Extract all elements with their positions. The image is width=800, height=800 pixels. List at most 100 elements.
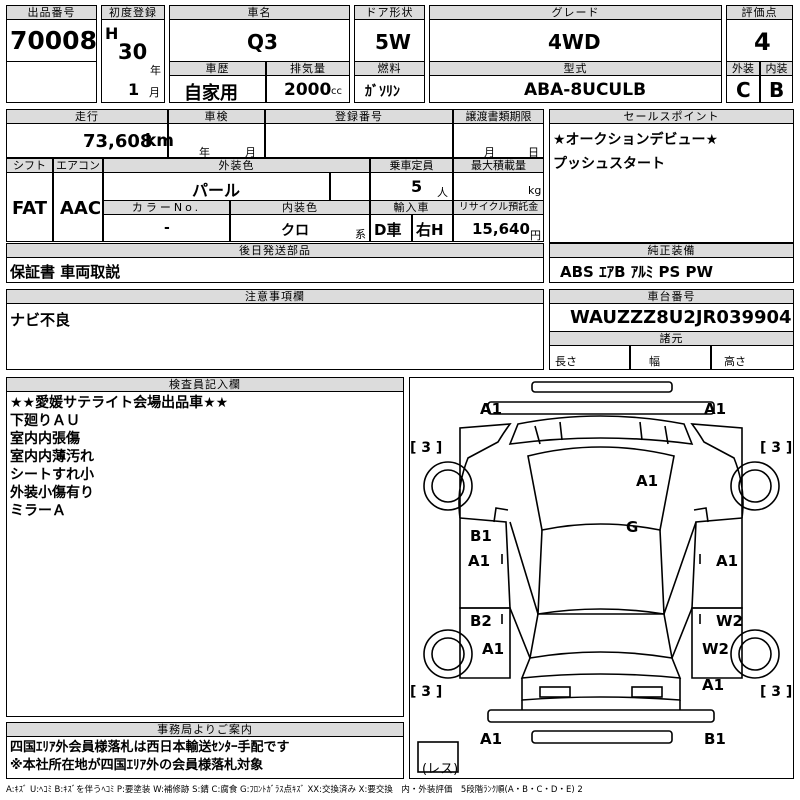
door-value: 5W xyxy=(375,30,411,54)
lot-blank-cell xyxy=(6,61,97,103)
capacity-label: 乗車定員 xyxy=(370,158,453,173)
lot-number: 70008 xyxy=(10,26,97,55)
ext-color-cell: パール xyxy=(103,172,330,201)
shift-label: シフト xyxy=(6,158,53,173)
fuel-cell: ｶﾞｿﾘﾝ xyxy=(354,75,425,103)
office-line-1: 四国ｴﾘｱ外会員様落札は西日本輸送ｾﾝﾀｰ手配です xyxy=(10,740,290,755)
specs-height-cell: 高さ xyxy=(711,345,794,370)
sales-point-line-2: プッシュスタート xyxy=(553,156,665,172)
inspector-cell: ★★愛媛サテライト会場出品車★★ 下廻りＡＵ 室内内張傷 室内内薄汚れ シートす… xyxy=(6,391,404,717)
recycle-unit: 円 xyxy=(530,229,541,242)
spare-tire: (レス) xyxy=(422,762,459,777)
import-cell-1: D車 xyxy=(370,214,412,242)
int-color-unit: 系 xyxy=(355,228,366,241)
reg-no-cell xyxy=(265,123,453,158)
shift-value: FAT xyxy=(12,198,48,219)
office-line-2: ※本社所在地が四国ｴﾘｱ外の会員様落札対象 xyxy=(10,758,264,773)
door-label: ドア形状 xyxy=(354,5,425,20)
max-load-label: 最大積載量 xyxy=(453,158,544,173)
first-reg-month-unit: 月 xyxy=(149,86,160,99)
lot-cell: 70008 xyxy=(6,19,97,62)
inspector-line-7: ミラーＡ xyxy=(10,503,66,519)
damage-diagram: A1 A1 A1 G B1 A1 A1 B2 W2 A1 W2 A1 A1 B1… xyxy=(409,377,794,779)
car-name-cell: Q3 xyxy=(169,19,350,62)
recycle-value: 15,640 xyxy=(472,220,530,238)
damage-label-1: A1 xyxy=(480,400,503,418)
notes-cell: ナビ不良 xyxy=(6,303,544,370)
model-code-label: 型式 xyxy=(429,61,722,76)
score-cell: 4 xyxy=(726,19,793,62)
lot-label: 出品番号 xyxy=(6,5,97,20)
tire-rear-left-value: 3 xyxy=(421,684,432,700)
transfer-label: 譲渡書類期限 xyxy=(453,109,544,124)
car-outline-diagram xyxy=(417,381,780,773)
chassis-cell: WAUZZZ8U2JR039904 xyxy=(549,303,794,332)
score-value: 4 xyxy=(754,28,771,56)
first-reg-month: 1 xyxy=(128,80,140,99)
car-name-value: Q3 xyxy=(247,30,278,54)
sales-point-label: セールスポイント xyxy=(549,109,794,124)
exterior-value: C xyxy=(736,78,751,102)
exterior-cell: C xyxy=(726,75,760,103)
history-value: 自家用 xyxy=(184,83,238,104)
first-reg-label: 初度登録 xyxy=(101,5,165,20)
color-no-label: カラーNo. xyxy=(103,200,230,215)
damage-label-13: A1 xyxy=(480,730,503,748)
fuel-value: ｶﾞｿﾘﾝ xyxy=(365,84,400,100)
score-label: 評価点 xyxy=(726,5,793,20)
color-no-cell: - xyxy=(103,214,230,242)
tire-front-right: [ 3 ] xyxy=(760,440,793,456)
damage-label-9: W2 xyxy=(716,612,743,630)
ext-color-extra-cell xyxy=(330,172,370,201)
specs-label: 諸元 xyxy=(549,331,794,346)
history-cell: 自家用 xyxy=(169,75,266,104)
specs-length: 長さ xyxy=(555,355,577,368)
office-cell: 四国ｴﾘｱ外会員様落札は西日本輸送ｾﾝﾀｰ手配です ※本社所在地が四国ｴﾘｱ外の… xyxy=(6,736,404,779)
equipment-label: 純正装備 xyxy=(549,243,794,258)
tire-front-left-value: 3 xyxy=(421,440,432,456)
transfer-month-unit: 月 xyxy=(484,146,495,159)
tire-rear-right: [ 3 ] xyxy=(760,684,793,700)
first-reg-era: H xyxy=(105,24,119,43)
inspector-label: 検査員記入欄 xyxy=(6,377,404,392)
damage-label-11: W2 xyxy=(702,640,729,658)
capacity-cell: 5 人 xyxy=(370,172,453,201)
equipment-cell: ABS ｴｱB ｱﾙﾐ PS PW xyxy=(549,257,794,283)
mileage-label: 走行 xyxy=(6,109,168,124)
inspector-line-4: 室内内薄汚れ xyxy=(10,449,94,465)
history-label: 車歴 xyxy=(169,61,266,76)
office-label: 事務局よりご案内 xyxy=(6,722,404,737)
import-value-2: 右H xyxy=(416,221,444,239)
tire-rear-left: [ 3 ] xyxy=(410,684,443,700)
notes-label: 注意事項欄 xyxy=(6,289,544,304)
fuel-label: 燃料 xyxy=(354,61,425,76)
damage-label-6: A1 xyxy=(468,552,491,570)
int-color-value: クロ xyxy=(281,223,309,239)
int-color-cell: クロ 系 xyxy=(230,214,370,242)
first-reg-year-unit: 年 xyxy=(150,64,161,77)
tire-rear-right-value: 3 xyxy=(771,684,782,700)
displacement-value: 2000 xyxy=(284,80,332,100)
sales-point-cell: ★オークションデビュー★ プッシュスタート xyxy=(549,123,794,243)
inspector-line-2: 下廻りＡＵ xyxy=(10,413,80,429)
grade-label: グレード xyxy=(429,5,722,20)
inspection-month-unit: 月 xyxy=(245,146,256,159)
interior-cell: B xyxy=(760,75,793,103)
max-load-cell: kg xyxy=(453,172,544,201)
inspector-line-6: 外装小傷有り xyxy=(10,485,94,501)
tire-front-right-value: 3 xyxy=(771,440,782,456)
sales-point-line-1: ★オークションデビュー★ xyxy=(553,132,719,148)
aircon-label: エアコン xyxy=(53,158,103,173)
import-cell-2: 右H xyxy=(412,214,453,242)
inspection-label: 車検 xyxy=(168,109,265,124)
chassis-label: 車台番号 xyxy=(549,289,794,304)
damage-label-2: A1 xyxy=(704,400,727,418)
later-parts-label: 後日発送部品 xyxy=(6,243,544,258)
capacity-unit: 人 xyxy=(437,186,448,199)
recycle-label: リサイクル預託金 xyxy=(453,200,544,215)
model-code-cell: ABA-8UCULB xyxy=(429,75,722,103)
door-cell: 5W xyxy=(354,19,425,62)
chassis-value: WAUZZZ8U2JR039904 xyxy=(570,307,792,328)
specs-width-cell: 幅 xyxy=(630,345,711,370)
equipment-value: ABS ｴｱB ｱﾙﾐ PS PW xyxy=(560,263,714,281)
